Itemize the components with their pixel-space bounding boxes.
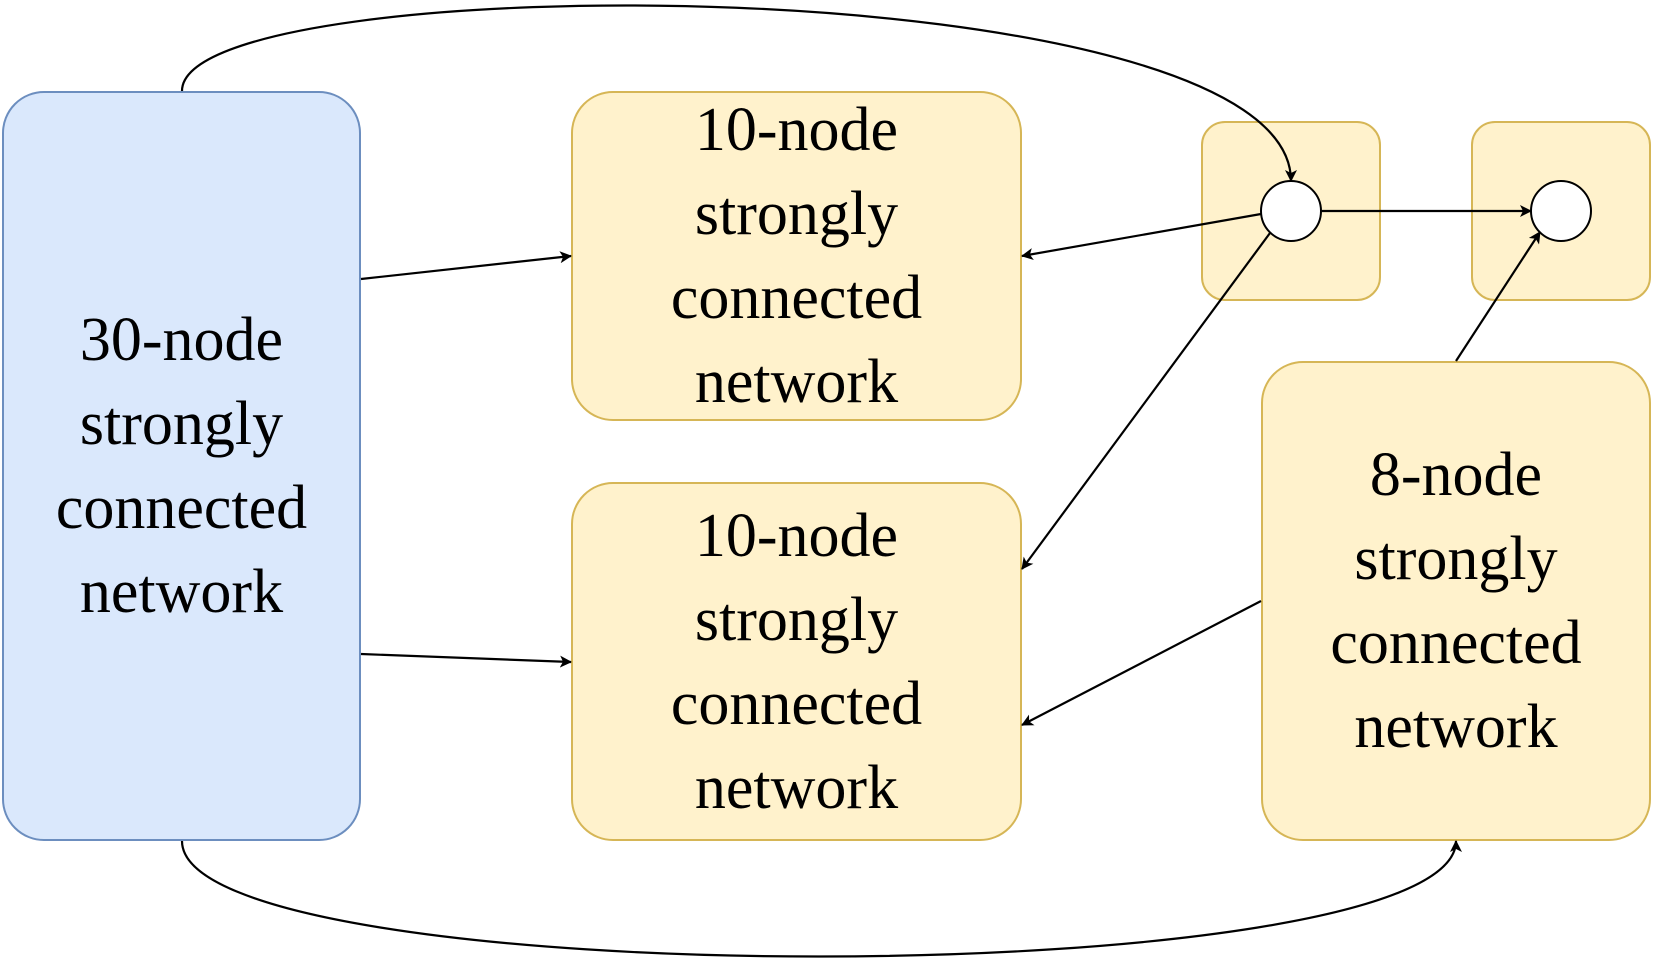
top-network-block: 10-node strongly connected network [571,91,1022,421]
single-node-a-circle [1260,180,1322,242]
bottom-network-block: 10-node strongly connected network [571,482,1022,841]
edge-big-to-top-network [360,251,572,281]
edge-right-network-to-node-b [1455,231,1541,362]
edge-node-a-to-bottom-network [1021,232,1271,570]
big-network-label: 30-node strongly connected network [55,306,308,626]
edge-big-to-bottom-network [360,652,572,668]
top-network-label: 10-node strongly connected network [670,96,923,416]
edge-right-network-to-bottom-network [1021,600,1262,726]
right-network-block: 8-node strongly connected network [1261,361,1651,841]
edge-big-to-right-network [180,840,1462,958]
right-network-label: 8-node strongly connected network [1330,441,1582,761]
big-network-block: 30-node strongly connected network [2,91,361,841]
edge-big-to-node-a [180,4,1297,182]
edge-node-a-to-top-network [1021,212,1262,261]
bottom-network-label: 10-node strongly connected network [670,501,923,822]
